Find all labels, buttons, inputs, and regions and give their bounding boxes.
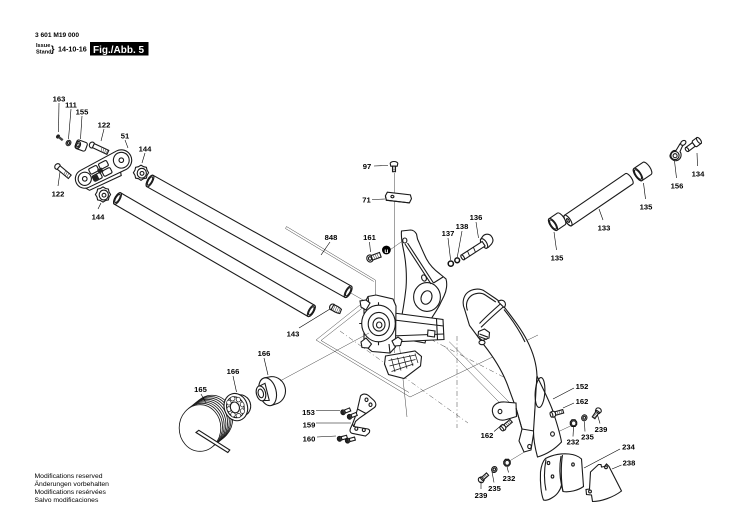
svg-text:235: 235	[581, 433, 594, 442]
svg-text:138: 138	[456, 222, 469, 231]
svg-text:97: 97	[363, 162, 371, 171]
svg-text:122: 122	[52, 190, 65, 199]
svg-text:153: 153	[302, 408, 315, 417]
svg-text:156: 156	[671, 182, 684, 191]
svg-text:159: 159	[303, 421, 316, 430]
svg-text:135: 135	[640, 203, 653, 212]
svg-text:Modifications reserved: Modifications reserved	[35, 473, 103, 480]
svg-text:162: 162	[481, 431, 494, 440]
svg-text:155: 155	[76, 108, 89, 117]
svg-text:Änderungen vorbehalten: Änderungen vorbehalten	[35, 480, 110, 488]
svg-text:71: 71	[362, 196, 371, 205]
svg-text:144: 144	[139, 145, 152, 154]
svg-text:u: u	[384, 248, 388, 255]
svg-text:235: 235	[488, 484, 501, 493]
svg-text:848: 848	[325, 233, 338, 242]
svg-text:239: 239	[595, 425, 608, 434]
svg-text:134: 134	[692, 170, 705, 179]
svg-text:238: 238	[623, 459, 636, 468]
svg-text:166: 166	[227, 367, 240, 376]
svg-text:122: 122	[98, 121, 111, 130]
svg-text:152: 152	[576, 382, 589, 391]
svg-text:133: 133	[598, 224, 611, 233]
svg-text:165: 165	[194, 385, 207, 394]
svg-text:166: 166	[258, 349, 271, 358]
svg-text:Fig./Abb. 5: Fig./Abb. 5	[93, 45, 145, 56]
svg-text:136: 136	[470, 213, 483, 222]
svg-text:51: 51	[121, 132, 130, 141]
svg-text:14-10-16: 14-10-16	[58, 45, 87, 54]
svg-text:239: 239	[475, 491, 488, 500]
svg-text:162: 162	[576, 397, 589, 406]
svg-text:111: 111	[65, 101, 78, 110]
svg-text:Salvo modificaciones: Salvo modificaciones	[35, 497, 99, 504]
svg-text:}: }	[51, 44, 55, 54]
svg-text:143: 143	[287, 330, 300, 339]
svg-text:232: 232	[503, 474, 516, 483]
svg-text:Modifications resérvées: Modifications resérvées	[35, 489, 107, 496]
svg-text:144: 144	[92, 213, 105, 222]
svg-text:161: 161	[363, 233, 376, 242]
svg-text:160: 160	[303, 435, 316, 444]
svg-text:Stand: Stand	[36, 50, 52, 56]
svg-text:135: 135	[551, 254, 564, 263]
svg-text:232: 232	[567, 438, 580, 447]
svg-text:137: 137	[442, 229, 455, 238]
svg-text:3 601 M19 000: 3 601 M19 000	[35, 32, 79, 39]
svg-text:Issue: Issue	[36, 43, 50, 49]
svg-text:163: 163	[53, 95, 66, 104]
svg-text:234: 234	[622, 443, 635, 452]
